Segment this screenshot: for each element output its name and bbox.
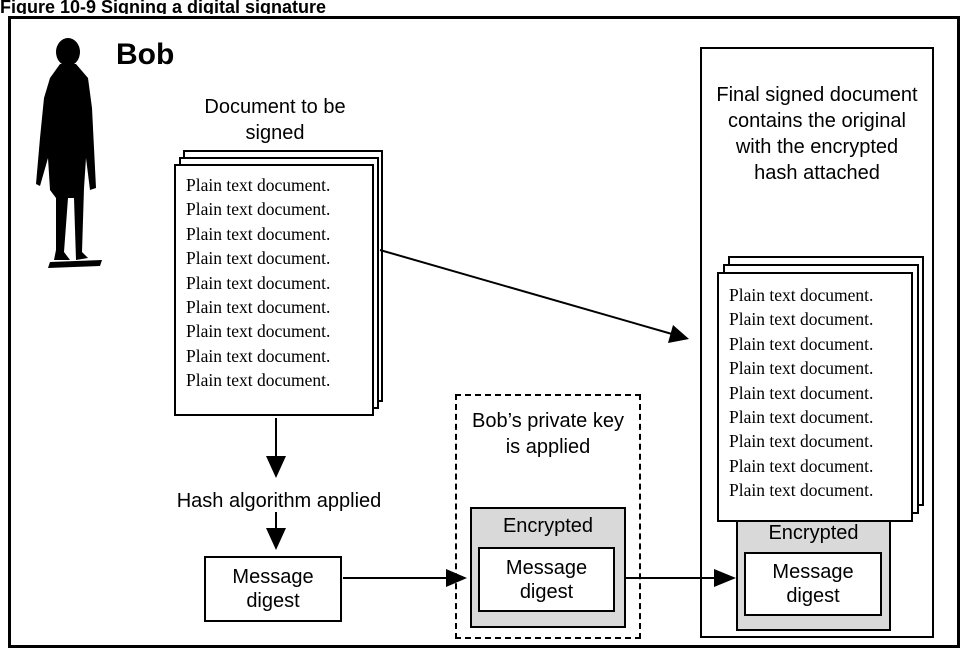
document-line: Plain text document.	[729, 480, 874, 501]
final-document-text: Plain text document. Plain text document.…	[719, 274, 911, 503]
document-line: Plain text document.	[729, 309, 874, 330]
diagram-frame	[8, 16, 960, 648]
private-key-label: Bob’s private key is applied	[472, 410, 624, 458]
document-line: Plain text document.	[186, 223, 331, 244]
source-document-text: Plain text document. Plain text document.…	[176, 166, 372, 393]
document-line: Plain text document.	[729, 431, 874, 452]
document-line: Plain text document.	[186, 199, 331, 220]
encrypted-digest-box: Message digest	[478, 547, 615, 612]
message-digest-box: Message digest	[204, 556, 342, 622]
final-digest-label: Message digest	[772, 561, 854, 607]
final-encrypted-label: Encrypted	[768, 522, 859, 544]
bob-silhouette	[36, 38, 102, 268]
document-line: Plain text document.	[729, 455, 874, 476]
final-digest-box: Message digest	[744, 552, 882, 616]
encrypted-label: Encrypted	[502, 515, 594, 537]
document-line: Plain text document.	[186, 321, 331, 342]
document-line: Plain text document.	[186, 370, 331, 391]
document-line: Plain text document.	[186, 272, 331, 293]
document-line: Plain text document.	[186, 175, 331, 195]
figure-caption: Figure 10-9 Signing a digital signature	[0, 0, 327, 14]
arrow-to-final-document	[379, 249, 673, 335]
document-line: Plain text document.	[186, 248, 331, 269]
document-line: Plain text document.	[729, 285, 874, 305]
document-line: Plain text document.	[186, 345, 331, 366]
document-line: Plain text document.	[729, 407, 874, 428]
final-document-page: Plain text document. Plain text document.…	[717, 272, 913, 522]
document-line: Plain text document.	[729, 333, 874, 354]
document-line: Plain text document.	[729, 382, 874, 403]
hash-step-label: Hash algorithm applied	[176, 490, 382, 512]
document-line: Plain text document.	[729, 358, 874, 379]
private-key-region	[455, 394, 641, 639]
source-document-page: Plain text document. Plain text document.…	[174, 164, 374, 416]
final-document-label: Final signed document contains the origi…	[716, 84, 918, 184]
source-document-label: Document to be signed	[204, 96, 346, 144]
actor-name: Bob	[116, 38, 175, 71]
encrypted-digest-label: Message digest	[505, 556, 588, 603]
final-document-frame	[700, 47, 934, 638]
document-line: Plain text document.	[186, 297, 331, 318]
message-digest-label: Message digest	[232, 566, 314, 612]
